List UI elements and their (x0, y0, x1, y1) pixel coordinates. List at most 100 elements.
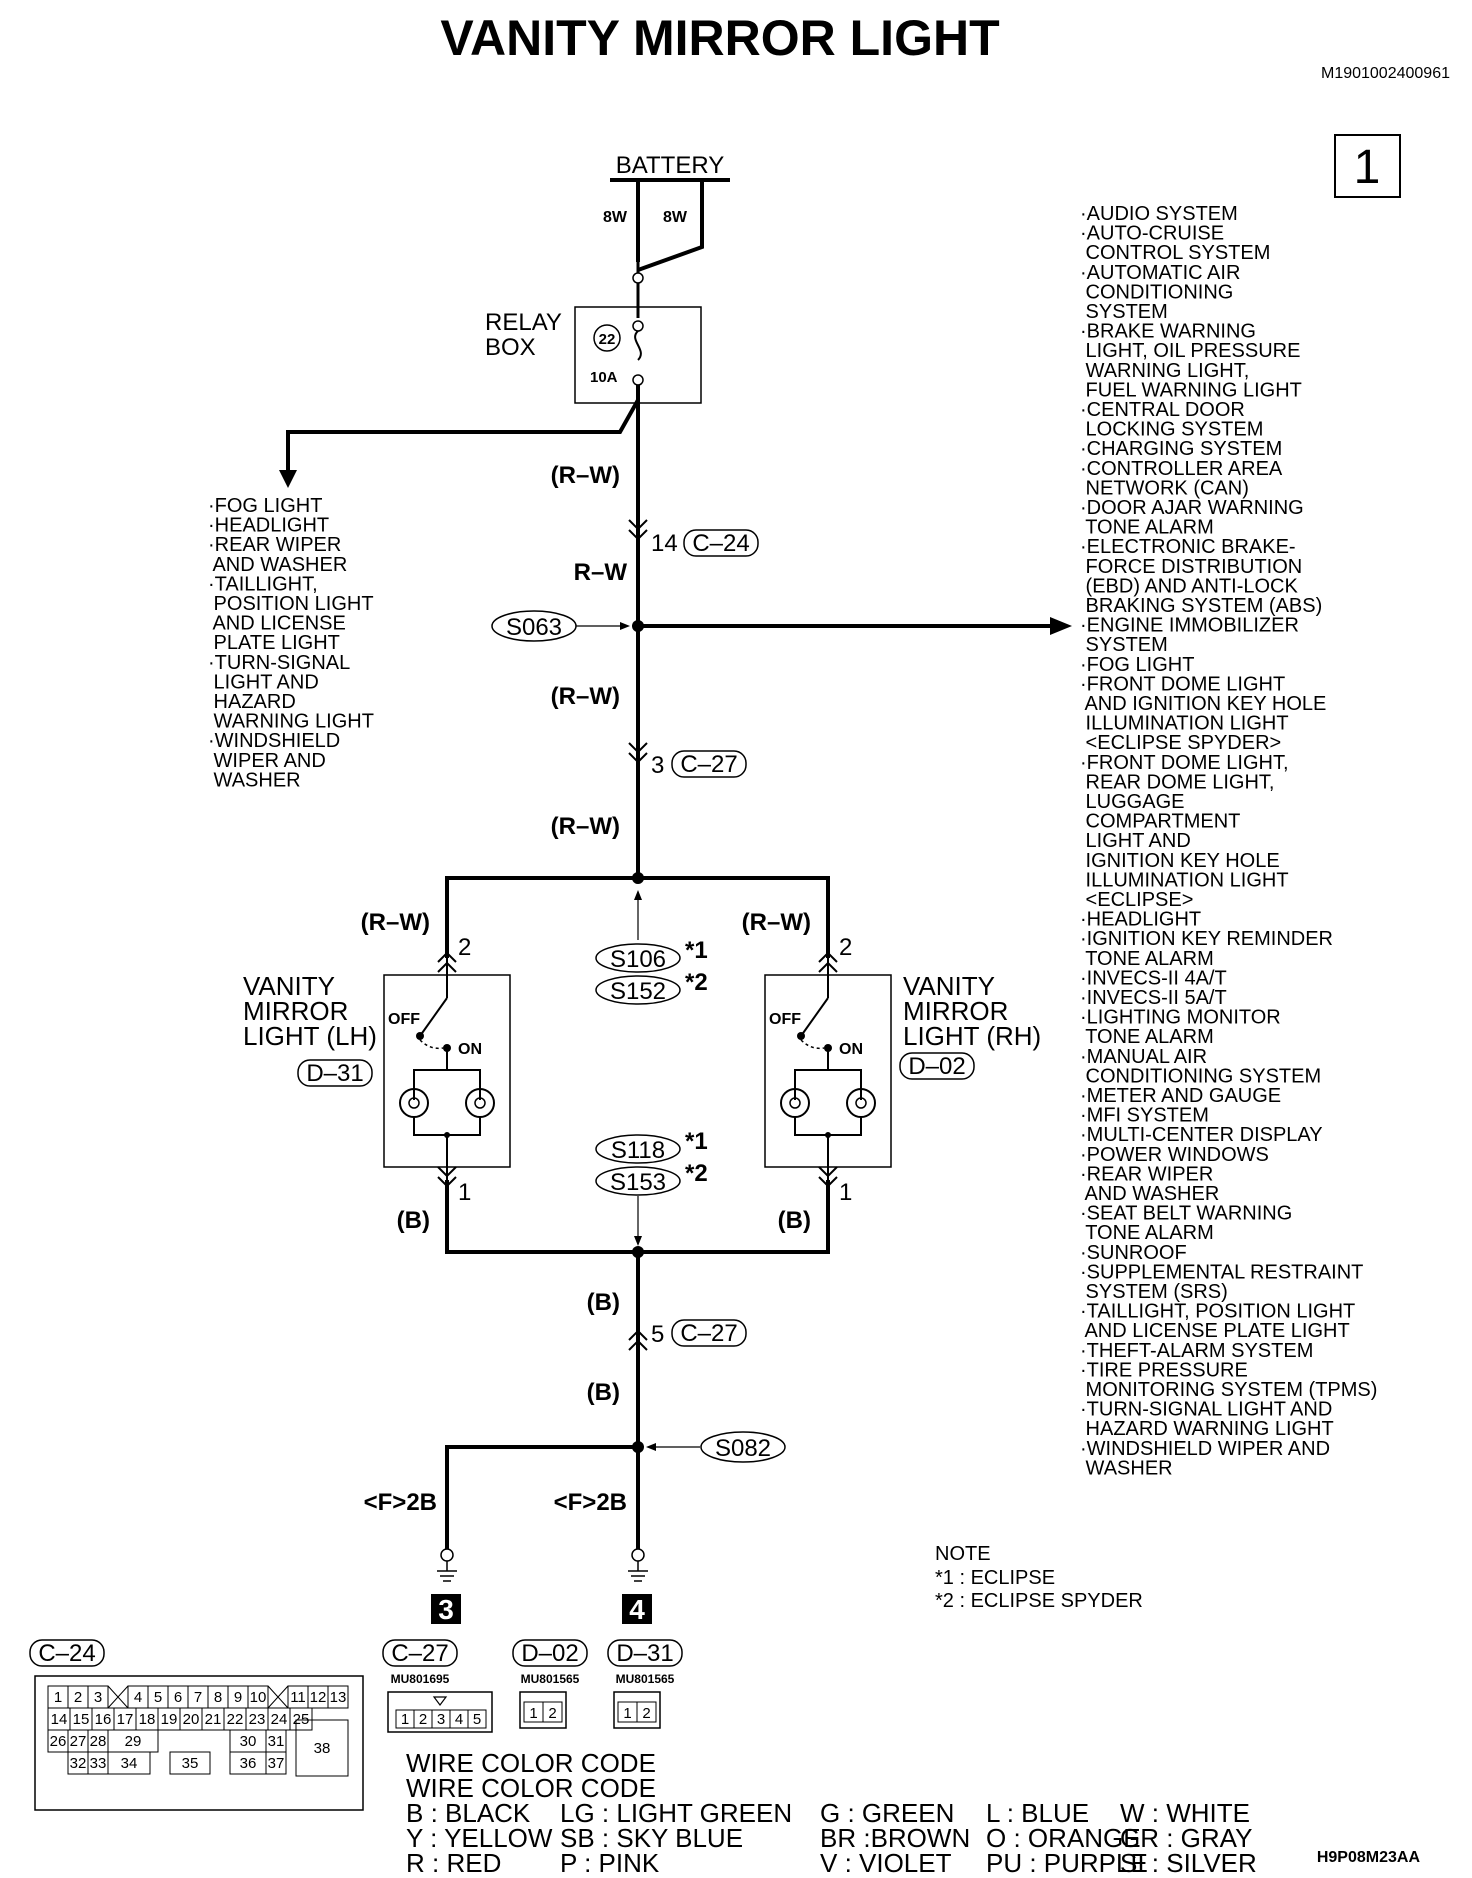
note-title: NOTE (935, 1543, 991, 1565)
ground-3-badge (431, 1594, 461, 1624)
fuse-number: 22 (599, 331, 616, 348)
connector-d31-face-label: D–31 (616, 1640, 673, 1667)
document-code: M1901002400961 (1321, 65, 1450, 82)
connector-c27-part: MU801695 (391, 1672, 450, 1686)
d-pin: 1 (529, 1705, 537, 1722)
connector-c27-face-tag (382, 1639, 458, 1667)
right-list-item: WARNING LIGHT, (1080, 360, 1249, 382)
c24-pin: 12 (310, 1689, 327, 1706)
left-list-item: AND WASHER (208, 554, 347, 576)
right-list-item: ·AUDIO SYSTEM (1080, 203, 1238, 225)
c24-pin: 4 (134, 1689, 142, 1706)
drawing-code: H9P08M23AA (1317, 1849, 1421, 1866)
vanity-light-lh-label-3: LIGHT (LH) (243, 1021, 377, 1051)
lh-bulb-bus-top (413, 1069, 481, 1100)
right-list-item: FORCE DISTRIBUTION (1080, 556, 1302, 578)
right-list-item: ·WINDSHIELD WIPER AND (1080, 1438, 1330, 1460)
c24-pin: 37 (268, 1755, 285, 1772)
splice-s063-pointer-arrow-icon (620, 622, 630, 630)
connector-c24-tag (683, 529, 759, 557)
wire-color-entry: R : RED (406, 1848, 501, 1878)
page-number: 1 (1354, 141, 1381, 194)
connector-c24-face (34, 1675, 364, 1811)
wire-size-2: 8W (663, 209, 688, 226)
right-list-item: ·CENTRAL DOOR (1080, 399, 1245, 421)
c27-pin: 4 (455, 1711, 463, 1728)
connector-c24-face-tag (29, 1639, 105, 1667)
c24-pin: 17 (117, 1711, 134, 1728)
wire-color-entry: P : PINK (560, 1848, 660, 1878)
fuse-number-circle (593, 324, 621, 352)
c24-pin: 11 (290, 1689, 306, 1706)
connector-d02-part: MU801565 (521, 1672, 580, 1686)
c24-pin: 2 (74, 1689, 82, 1706)
relay-label-2: BOX (485, 334, 536, 361)
right-list-item: ·FRONT DOME LIGHT, (1080, 752, 1289, 774)
wire-color-b-rh: (B) (778, 1207, 811, 1234)
c24-pin-cell (169, 1751, 211, 1775)
fuse-terminal-mid (632, 320, 644, 332)
right-list-item: TONE ALARM (1080, 948, 1214, 970)
connector-c27-face (387, 1691, 493, 1733)
wire-color-heading-2: WIRE COLOR CODE (406, 1773, 656, 1803)
connector-d31-label: D–31 (306, 1060, 363, 1087)
left-list-item: ·TAILLIGHT, (208, 573, 318, 595)
wire-color-rw-3: (R–W) (551, 683, 620, 710)
c24-pin: 21 (205, 1711, 222, 1728)
connector-c27-bottom-label: C–27 (680, 1320, 737, 1347)
c24-pin: 14 (51, 1711, 68, 1728)
d-pin: 1 (623, 1705, 631, 1722)
wire-color-rw-rh: (R–W) (742, 909, 811, 936)
right-list-item: ·SUPPLEMENTAL RESTRAINT (1080, 1261, 1363, 1283)
wire-color-rw-4: (R–W) (551, 813, 620, 840)
right-branch-arrow-icon (1050, 617, 1072, 635)
right-list-item: ·TURN-SIGNAL LIGHT AND (1080, 1399, 1332, 1421)
right-list-item: ·BRAKE WARNING (1080, 321, 1256, 343)
splice-s082: S082 (715, 1435, 771, 1462)
left-system-list: ·FOG LIGHT·HEADLIGHT·REAR WIPER AND WASH… (208, 495, 374, 791)
vanity-light-rh-label-3: LIGHT (RH) (903, 1021, 1041, 1051)
right-list-item: ·CONTROLLER AREA (1080, 458, 1283, 480)
rh-pin-1: 1 (839, 1179, 852, 1206)
pin-5: 5 (651, 1321, 664, 1348)
connector-d31-face-tag (607, 1639, 683, 1667)
right-list-item: LIGHT AND (1080, 830, 1191, 852)
rh-switch-contact (797, 1032, 805, 1040)
left-list-item: WARNING LIGHT (208, 711, 374, 733)
c24-pin: 6 (174, 1689, 182, 1706)
c24-pin: 16 (95, 1711, 112, 1728)
c24-pin: 27 (70, 1733, 87, 1750)
right-list-item: CONDITIONING (1080, 281, 1233, 303)
right-list-item: <ECLIPSE SPYDER> (1080, 732, 1281, 754)
wire-color-b-2: (B) (587, 1379, 620, 1406)
pin-3: 3 (651, 752, 664, 779)
wire-color-entry: BR :BROWN (820, 1823, 970, 1853)
left-list-item: LIGHT AND (208, 671, 319, 693)
c24-pin-cell (289, 1707, 313, 1731)
connector-d02-face-label: D–02 (521, 1640, 578, 1667)
ground-3-code: <F>2B (364, 1489, 437, 1516)
connector-c24-arrow-icon (628, 519, 648, 541)
ground-4-number: 4 (629, 1594, 645, 1625)
c24-pin-cell (295, 1719, 349, 1777)
page-title: VANITY MIRROR LIGHT (440, 10, 999, 66)
splice-s106-tag (595, 943, 681, 973)
ground-3-icon (437, 1561, 457, 1582)
ground-3-number: 3 (438, 1594, 454, 1625)
right-list-item: ·HEADLIGHT (1080, 909, 1201, 931)
c24-pin: 32 (70, 1755, 87, 1772)
fuse-terminal-top (632, 272, 644, 284)
left-list-item: POSITION LIGHT (208, 593, 374, 615)
right-list-item: (EBD) AND ANTI-LOCK (1080, 575, 1298, 597)
splice-s118-note: *1 (685, 1128, 708, 1155)
connector-c27-key-icon (432, 1696, 448, 1706)
right-list-item: TONE ALARM (1080, 517, 1214, 539)
lh-switch-blade (419, 997, 448, 1037)
right-list-item: COMPARTMENT (1080, 811, 1240, 833)
wire-color-entry: GR : GRAY (1120, 1823, 1252, 1853)
right-list-item: AND LICENSE PLATE LIGHT (1080, 1320, 1350, 1342)
left-list-item: HAZARD (208, 691, 296, 713)
right-list-item: HAZARD WARNING LIGHT (1080, 1418, 1334, 1440)
c24-pin-cell (265, 1751, 287, 1775)
